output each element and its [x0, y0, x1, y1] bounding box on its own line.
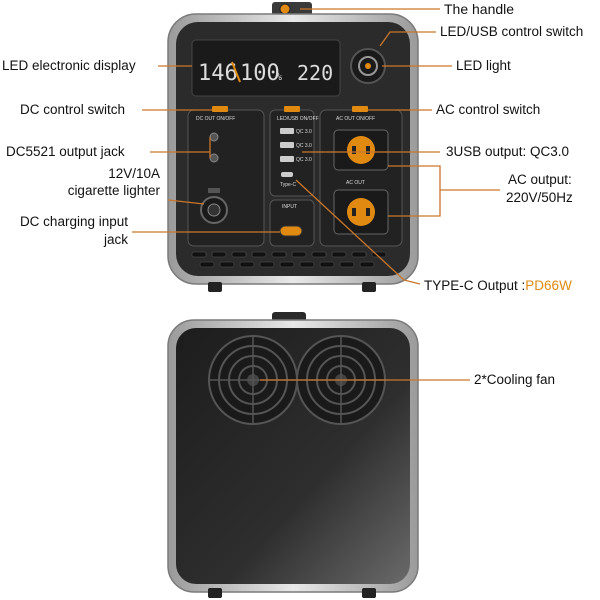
- label-typec-value: PD66W: [525, 278, 572, 293]
- label-led-display: LED electronic display: [2, 58, 136, 73]
- label-dc-charge-1: DC charging input: [19, 214, 128, 229]
- leader-lines: [132, 8, 500, 381]
- dc-input-jack: [279, 225, 303, 237]
- svg-text:QC 3.0: QC 3.0: [296, 129, 312, 135]
- label-cooling-fan: 2*Cooling fan: [474, 372, 556, 387]
- label-handle: The handle: [444, 1, 515, 17]
- dc-out-label: DC OUT ON/OFF: [196, 116, 235, 122]
- label-dc-charge-2: jack: [103, 232, 128, 247]
- svg-text:Type-C: Type-C: [280, 182, 297, 188]
- label-usb-output: 3USB output: QC3.0: [446, 144, 570, 159]
- label-cigarette-2: cigarette lighter: [67, 183, 160, 198]
- display-mid: 100: [240, 61, 280, 86]
- ac-out-text: AC OUT: [346, 180, 365, 186]
- label-led-usb-switch: LED/USB control switch: [440, 24, 584, 39]
- svg-text:QC 3.0: QC 3.0: [296, 157, 312, 163]
- label-ac-switch: AC control switch: [436, 102, 541, 117]
- label-cigarette-1: 12V/10A: [108, 166, 160, 181]
- svg-text:INPUT: INPUT: [282, 204, 297, 210]
- display-right: 220: [297, 61, 333, 85]
- label-dc5521: DC5521 output jack: [6, 144, 125, 159]
- dc-panel: [187, 109, 265, 247]
- display-left: 146: [198, 61, 238, 86]
- label-ac-output-2: 220V/50Hz: [506, 190, 573, 205]
- front-unit: 146 100 % 220 DC OUT ON/OFF LED/USB ON/O…: [167, 2, 419, 292]
- display-pct: %: [276, 72, 282, 83]
- led-usb-label: LED/USB ON/OFF: [277, 116, 319, 122]
- front-vents: [191, 251, 387, 268]
- dc-switch[interactable]: [212, 106, 228, 112]
- label-dc-switch: DC control switch: [20, 102, 126, 117]
- label-typec: TYPE-C Output :PD66W: [424, 278, 572, 294]
- ac-switch[interactable]: [352, 106, 368, 112]
- svg-text:QC 3.0: QC 3.0: [296, 143, 312, 149]
- label-typec-prefix: TYPE-C Output :: [424, 278, 526, 293]
- led-display: [191, 39, 341, 97]
- led-usb-switch[interactable]: [284, 106, 300, 112]
- label-ac-output-1: AC output:: [508, 172, 572, 187]
- label-led-light: LED light: [456, 58, 511, 73]
- ac-out-label: AC OUT ON/OFF: [336, 116, 375, 122]
- back-unit: [167, 312, 419, 598]
